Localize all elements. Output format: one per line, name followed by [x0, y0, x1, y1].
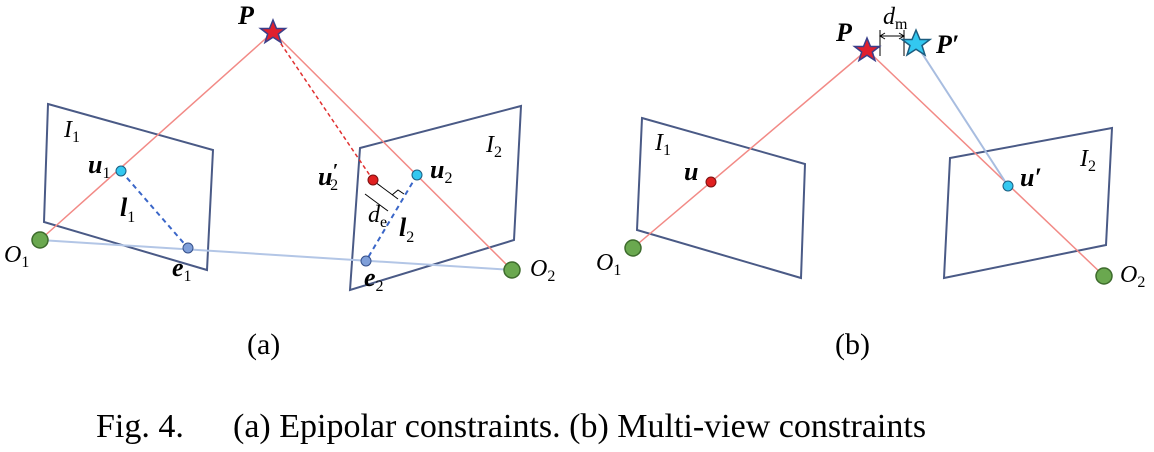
panel-a-label: (a) — [247, 328, 280, 361]
camera-center-o2 — [503, 261, 521, 279]
right-angle-mark — [391, 189, 405, 196]
label-u2: u2 — [430, 155, 452, 187]
star-p — [258, 18, 288, 45]
label-i1-b: I1 — [654, 130, 671, 159]
label-dm: dm — [883, 4, 908, 33]
epipole-e2 — [360, 255, 372, 267]
dm-arrowhead-right — [898, 32, 905, 40]
star-p-prime — [899, 28, 933, 57]
panel-a: P I1 I2 u1 l1 e1 O1 u′2 u2 de l2 e2 O2 (… — [4, 1, 555, 361]
dm-arrowhead-left — [879, 32, 886, 40]
label-o1: O1 — [4, 242, 29, 271]
label-i1: I1 — [63, 117, 80, 146]
label-i2: I2 — [485, 132, 502, 161]
panel-b-label: (b) — [835, 328, 870, 361]
ray-p-o2-b — [866, 49, 1105, 277]
ray-p-u2-prime — [272, 31, 374, 181]
point-u1 — [115, 165, 127, 177]
point-u — [705, 176, 717, 188]
image-plane-i2-b — [942, 126, 1114, 280]
point-u2-prime — [367, 174, 379, 186]
star-p-b — [852, 36, 882, 63]
figure-caption-text: (a) Epipolar constraints. (b) Multi-view… — [233, 408, 926, 445]
image-plane-i2 — [348, 104, 523, 292]
epipolar-line-l1 — [120, 170, 189, 249]
ray-p-o2 — [272, 31, 513, 271]
camera-center-o1 — [31, 231, 49, 249]
label-u2-prime: u′2 — [318, 160, 338, 194]
label-e2: e2 — [364, 263, 384, 295]
label-p-b: P — [835, 18, 853, 47]
epipole-e1 — [182, 242, 194, 254]
figure-caption-prefix: Fig. 4. — [96, 408, 184, 445]
label-o1-b: O1 — [596, 250, 621, 279]
label-u: u — [684, 157, 698, 186]
label-i2-b: I2 — [1079, 146, 1096, 175]
baseline — [39, 239, 513, 271]
label-o2-b: O2 — [1120, 262, 1145, 291]
label-p: P — [237, 1, 255, 30]
panel-b: P P′ dm I1 I2 u u′ O1 O2 (b) — [596, 4, 1145, 361]
distance-de-arrow — [364, 193, 389, 212]
label-de: de — [368, 202, 387, 231]
camera-center-o2-b — [1095, 267, 1113, 285]
epipolar-line-l2 — [365, 174, 418, 262]
ray-o1-p — [39, 31, 274, 241]
label-u-prime: u′ — [1020, 163, 1042, 192]
label-o2: O2 — [530, 256, 555, 285]
label-e1: e1 — [172, 253, 192, 285]
camera-center-o1-b — [624, 239, 642, 257]
label-p-prime: P′ — [935, 30, 959, 59]
point-u2 — [411, 169, 423, 181]
label-u1: u1 — [88, 150, 110, 182]
point-u-prime — [1002, 180, 1014, 192]
ray-p-prime-u-prime — [915, 43, 1009, 187]
label-l2: l2 — [399, 213, 414, 246]
label-l1: l1 — [120, 193, 135, 226]
distance-de-line — [374, 181, 399, 200]
ray-o1-p-b — [632, 49, 868, 249]
